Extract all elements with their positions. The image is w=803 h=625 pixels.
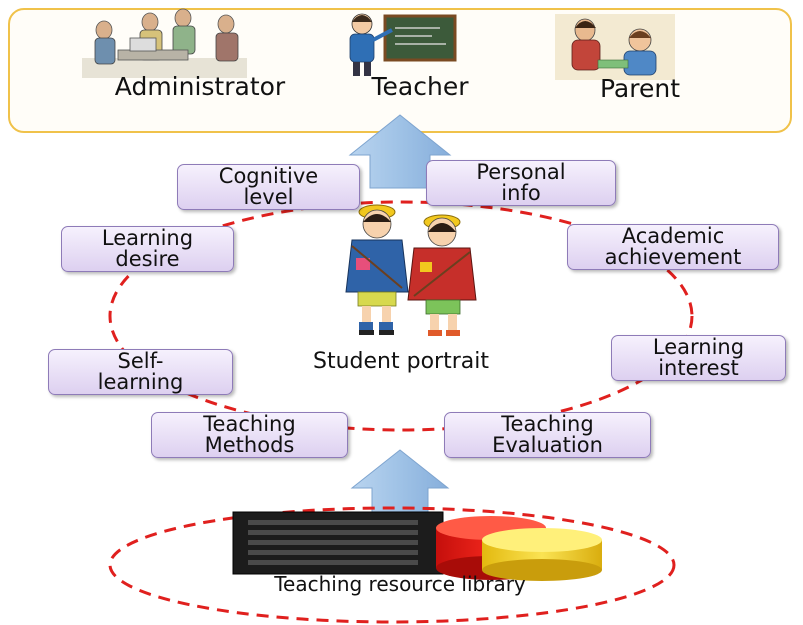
students-illustration-icon [345,204,477,336]
student-portrait-ring [108,200,694,432]
database-icon [436,516,602,581]
administrator-illustration-icon [82,8,247,78]
factor-self-learning: Self- learning [48,349,233,395]
factor-learning-desire: Learning desire [61,226,234,272]
student-portrait-label: Student portrait [313,349,489,374]
teacher-illustration-icon [349,13,457,76]
factor-cognitive-level: Cognitive level [177,164,360,210]
factor-teaching-evaluation: Teaching Evaluation [444,412,651,458]
factor-learning-interest: Learning interest [611,335,786,381]
teacher-label: Teacher [371,72,469,101]
server-icon [232,511,444,575]
factor-teaching-methods: Teaching Methods [151,412,348,458]
parent-illustration-icon [555,14,675,80]
resource-library-ring [108,506,676,624]
administrator-label: Administrator [114,72,286,101]
resource-library-label: Teaching resource library [274,572,526,596]
factor-academic-achievement: Academic achievement [567,224,779,270]
factor-personal-info: Personal info [426,160,616,206]
parent-label: Parent [599,74,681,103]
